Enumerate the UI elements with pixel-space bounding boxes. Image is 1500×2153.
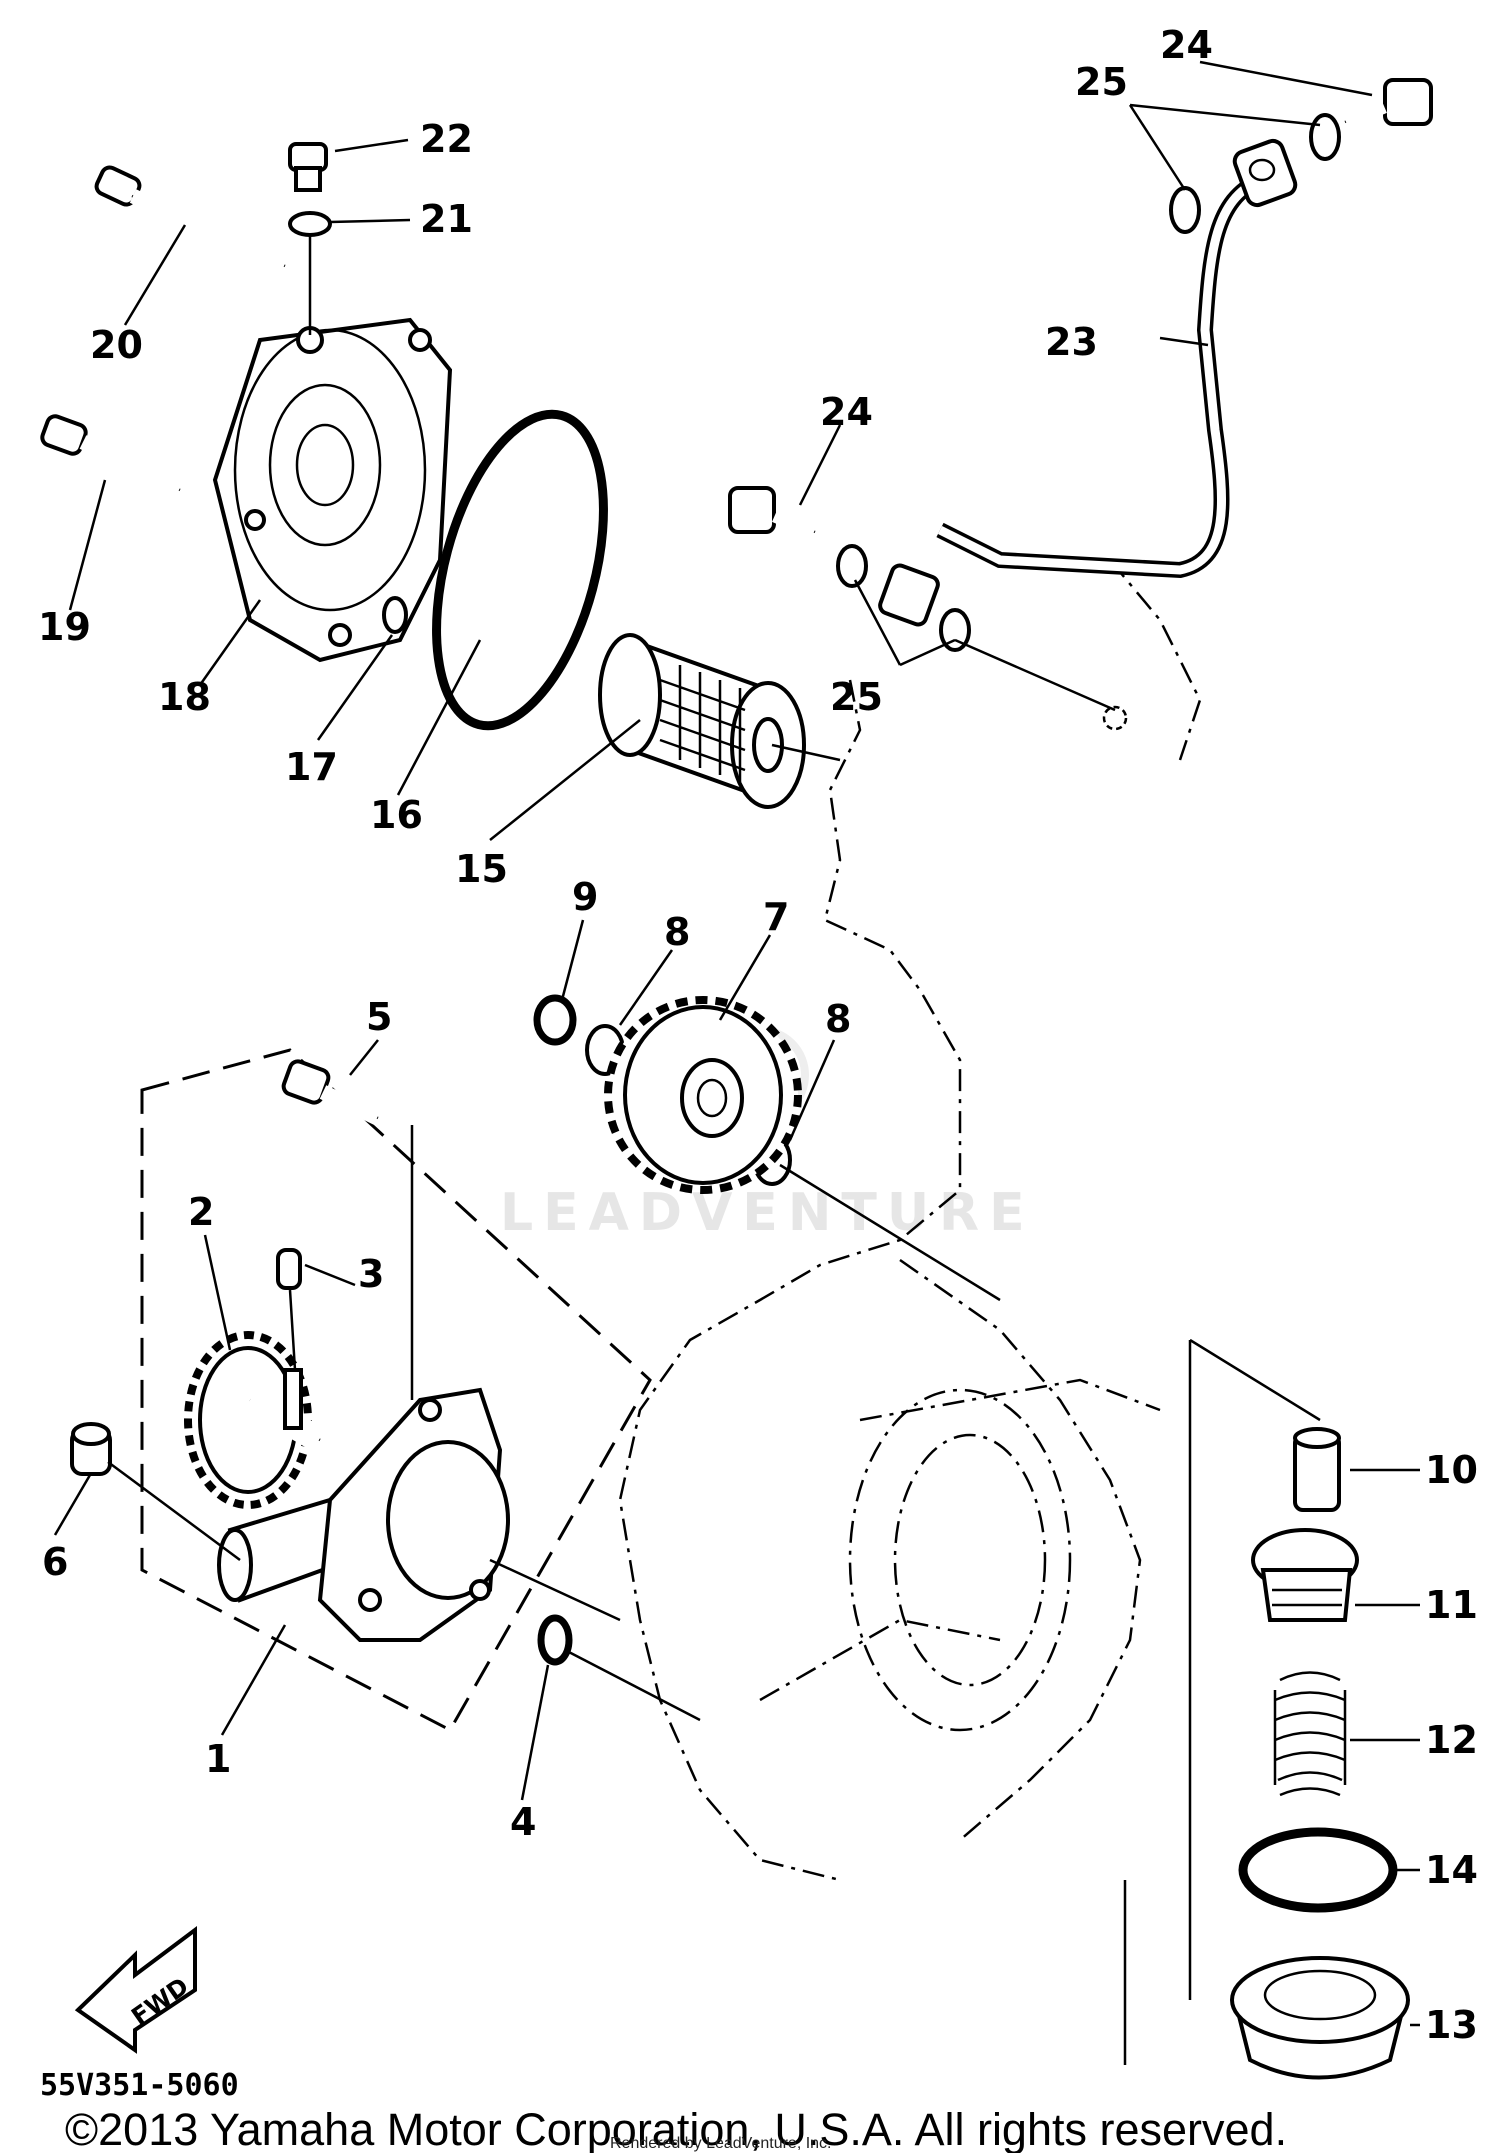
callout-3: 3 — [358, 1252, 384, 1296]
callout-20: 20 — [90, 323, 143, 367]
callout-8-upper: 8 — [664, 910, 690, 954]
callout-15: 15 — [455, 847, 508, 891]
part-20-bolt — [94, 165, 288, 273]
callout-labels: 1 2 3 4 5 6 7 8 8 9 10 11 12 13 14 15 16… — [38, 23, 1478, 2047]
callout-25-lower: 25 — [830, 675, 883, 719]
callout-16: 16 — [370, 793, 423, 837]
part-6-dowel — [70, 1422, 112, 1476]
part-10-collar — [1293, 1427, 1341, 1512]
part-9-circlip — [533, 994, 577, 1046]
part-19-bolt — [40, 414, 183, 497]
part-21-washer — [288, 211, 332, 237]
part-23-oil-pipe — [878, 138, 1298, 627]
part-5-screw — [281, 1059, 381, 1125]
callout-23: 23 — [1045, 320, 1098, 364]
callout-19: 19 — [38, 605, 91, 649]
part-25-washer-1 — [1309, 113, 1341, 161]
callout-24-lower: 24 — [820, 390, 873, 434]
fwd-arrow-icon: FWD — [74, 1926, 197, 2054]
part-25-washer-3 — [836, 544, 868, 588]
callout-17: 17 — [285, 745, 338, 789]
callout-14: 14 — [1425, 1848, 1478, 1892]
oil-pump-assembly-box — [140, 1048, 652, 1732]
callout-24-top: 24 — [1160, 23, 1213, 67]
callout-25-top: 25 — [1075, 60, 1128, 104]
pipe-target-hole — [1102, 705, 1128, 731]
part-4-circlip — [537, 1614, 573, 1666]
part-1-oil-pump — [217, 1387, 510, 1642]
part-22-screw — [288, 142, 328, 192]
callout-21: 21 — [420, 197, 473, 241]
watermark-text: LEADVENTURE — [500, 1183, 1035, 1243]
callout-7: 7 — [763, 895, 789, 939]
diagram-code: 55V351-5060 — [40, 2068, 239, 2103]
callout-11: 11 — [1425, 1583, 1478, 1627]
part-24-union-bolt-lower — [728, 486, 817, 539]
part-7-gear — [604, 996, 802, 1194]
part-12-spring — [1273, 1671, 1347, 1797]
callout-1: 1 — [205, 1737, 231, 1781]
part-11-strainer-cap — [1251, 1528, 1359, 1622]
callout-12: 12 — [1425, 1718, 1478, 1762]
callout-2: 2 — [188, 1190, 214, 1234]
part-16-o-ring — [432, 409, 608, 731]
part-14-o-ring — [1238, 1827, 1398, 1913]
part-25-washer-2 — [1169, 186, 1201, 234]
copyright-text: ©2013 Yamaha Motor Corporation, U.S.A. A… — [65, 2104, 1287, 2153]
callout-18: 18 — [158, 675, 211, 719]
callout-8-lower: 8 — [825, 997, 851, 1041]
rendered-by-text: Rendered by LeadVenture, Inc. — [610, 2135, 832, 2152]
callout-10: 10 — [1425, 1448, 1478, 1492]
part-3-pin — [276, 1248, 302, 1290]
callout-9: 9 — [572, 875, 598, 919]
callout-22: 22 — [420, 117, 473, 161]
callout-6: 6 — [42, 1540, 68, 1584]
callout-4: 4 — [510, 1800, 536, 1844]
right-guide-lines — [1123, 1338, 1321, 2065]
part-17-o-ring — [382, 596, 408, 634]
part-18-filter-cover — [212, 317, 453, 663]
engine-case-outline — [618, 559, 1202, 1882]
part-2-pump-gear — [184, 1331, 326, 1509]
part-15-oil-filter — [598, 633, 806, 809]
leader-lines — [53, 60, 1420, 2027]
callout-5: 5 — [366, 995, 392, 1039]
part-25-washer-4 — [939, 608, 971, 652]
part-13-drain-plug — [1230, 1956, 1410, 2080]
callout-13: 13 — [1425, 2003, 1478, 2047]
part-24-union-bolt-top — [1343, 78, 1433, 129]
